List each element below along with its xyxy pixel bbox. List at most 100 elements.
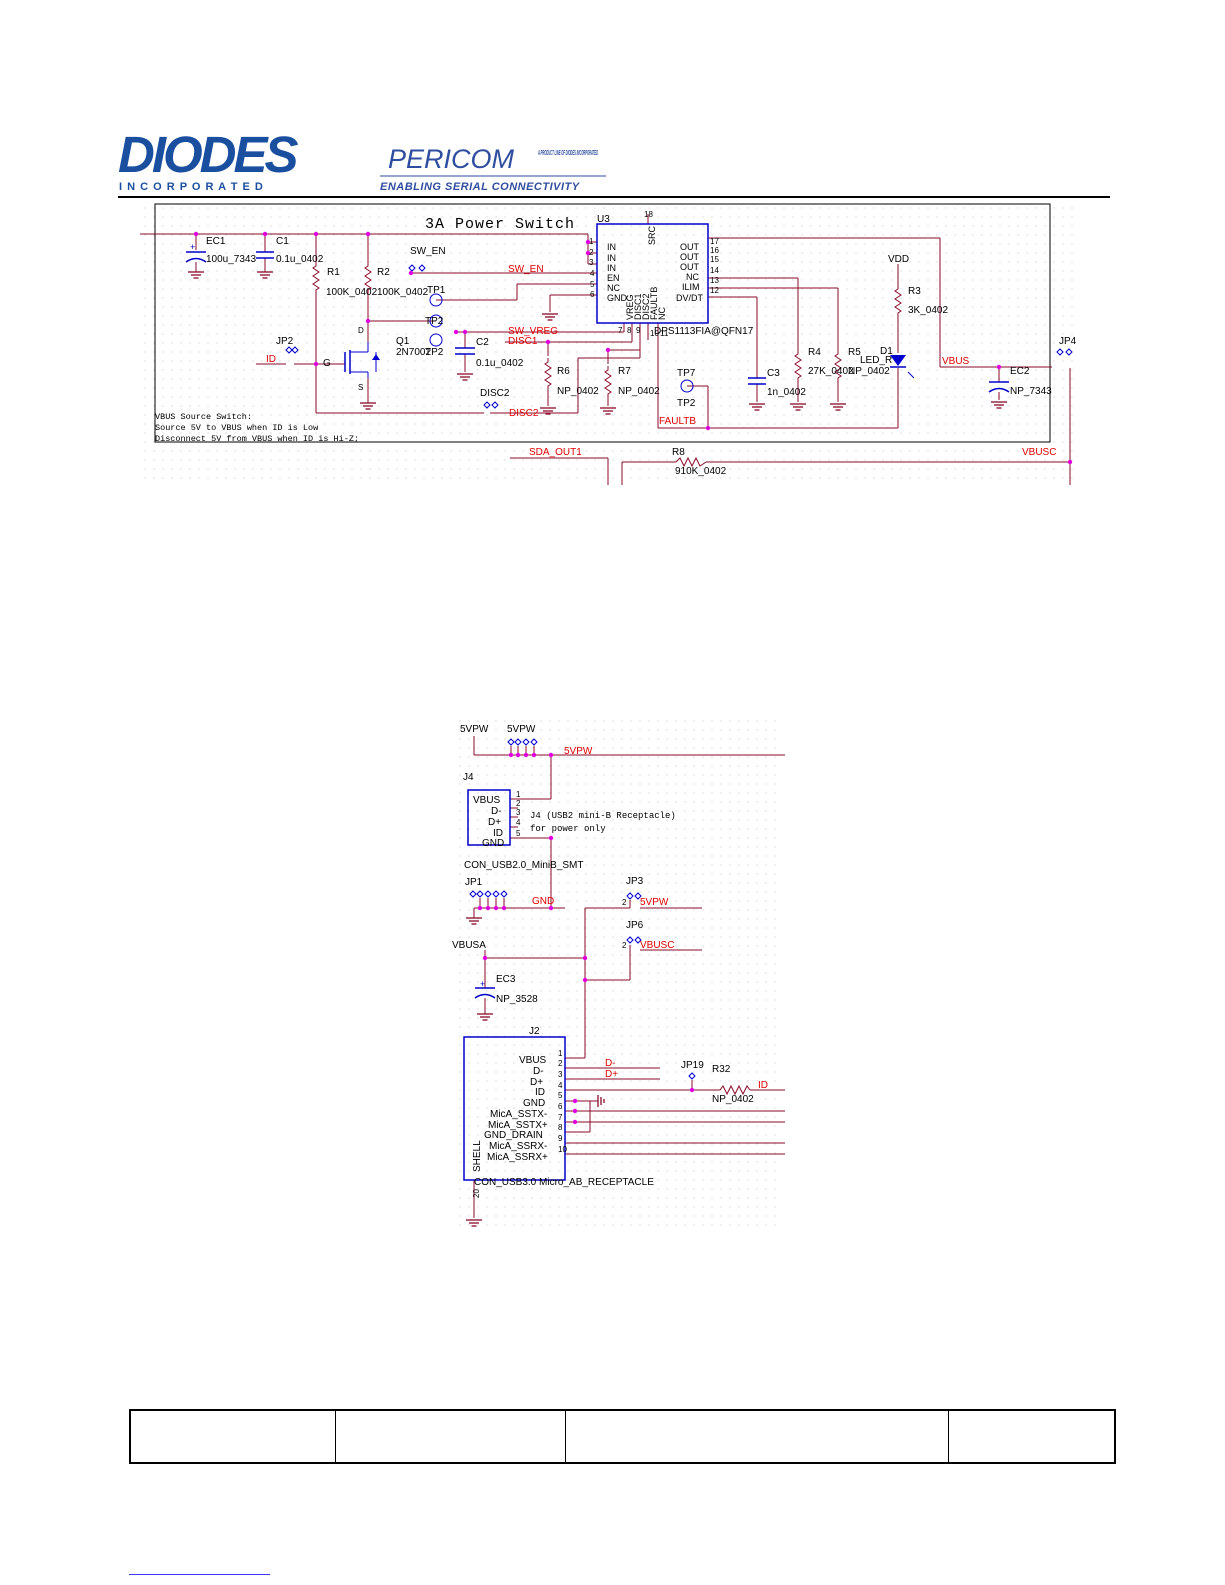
j-pin-numbers: 123 45 123 456 789 10 20 22: [472, 790, 627, 1198]
c2-value: 0.1u_0402: [476, 358, 524, 369]
vbusc-net: VBUSC: [1022, 447, 1056, 458]
tp2-ref-b: TP2: [425, 347, 444, 358]
ec1-ref: EC1: [206, 236, 226, 247]
q1-mosfet: [344, 342, 380, 410]
j2-shell: SHELL: [472, 1140, 483, 1172]
sw-vreg-net: SW_VREG: [508, 326, 558, 337]
tp1-ref: TP1: [427, 285, 446, 296]
j2-pin-dm: D-: [533, 1066, 544, 1077]
svg-text:3: 3: [516, 808, 521, 817]
j2-pin-sstx-plus: MicA_SSTX+: [488, 1120, 548, 1131]
svg-text:2: 2: [622, 898, 627, 907]
svg-text:+: +: [190, 242, 195, 252]
u3-ref: U3: [597, 214, 610, 225]
junctions-1: [193, 231, 1073, 465]
q1-source: S: [358, 383, 363, 392]
j2-pin-dp: D+: [530, 1077, 543, 1088]
r32-resistor: [719, 1084, 751, 1096]
svg-text:2: 2: [622, 941, 627, 950]
u3-pin-in-1: IN: [607, 242, 616, 252]
j4-pin-dp: D+: [488, 817, 501, 828]
id-net: ID: [266, 354, 276, 365]
c3-capacitor: [748, 377, 766, 411]
svg-text:2: 2: [516, 799, 521, 808]
svg-text:9: 9: [636, 326, 641, 335]
jp3-net: 5VPW: [640, 897, 669, 908]
pericom-tagline: A PRODUCT LINE OF DIODES INCORPORATED: [538, 150, 598, 157]
j2-connector: [463, 1036, 566, 1181]
jp1-ref: JP1: [465, 877, 483, 888]
r6-value: NP_0402: [557, 386, 599, 397]
pericom-slogan: ENABLING SERIAL CONNECTIVITY: [380, 181, 581, 193]
pericom-logo: PERICOM A PRODUCT LINE OF DIODES INCORPO…: [380, 144, 606, 193]
svg-text:+: +: [480, 979, 485, 989]
ec3-capacitor: +: [474, 979, 496, 999]
svg-text:10: 10: [650, 329, 659, 338]
svg-text:8: 8: [627, 326, 632, 335]
ground-symbols-2: [465, 917, 605, 1227]
svg-text:8: 8: [558, 1123, 563, 1132]
u3-pin-out-3: OUT: [680, 262, 700, 272]
svg-text:17: 17: [710, 237, 719, 246]
svg-text:6: 6: [558, 1102, 563, 1111]
j2-pin-sstx-minus: MicA_SSTX-: [490, 1109, 547, 1120]
u3-pin-en: EN: [607, 273, 620, 283]
r1-ref: R1: [327, 267, 340, 278]
schematic-usb-connectors: + 5VPW 5VPW 5VPW J4 VBUS D- D+ ID GND J4…: [452, 720, 785, 1230]
u3-pin-out-2: OUT: [680, 252, 700, 262]
dp-net: D+: [605, 1069, 618, 1080]
svg-text:13: 13: [710, 276, 719, 285]
j2-pin-vbus: VBUS: [519, 1055, 547, 1066]
u3-pin-in-3: IN: [607, 263, 616, 273]
schematic1-wires: [140, 214, 1071, 485]
svg-text:16: 16: [710, 246, 719, 255]
ec2-value: NP_7343: [1010, 386, 1052, 397]
sw-en-net: SW_EN: [508, 264, 544, 275]
r8-ref: R8: [672, 447, 685, 458]
note-line-2: Source 5V to VBUS when ID is Low: [155, 423, 319, 433]
r7-ref: R7: [618, 366, 631, 377]
u3-pin-disc1: DISC1: [633, 293, 643, 320]
u3-pin-nc-b: NC: [657, 307, 667, 320]
d1-ref: D1: [880, 346, 893, 357]
c1-value: 0.1u_0402: [276, 254, 324, 265]
5vpw-net: 5VPW: [564, 746, 593, 757]
svg-text:7: 7: [618, 326, 623, 335]
u3-pin-disc2: DISC2: [641, 293, 651, 320]
j4-pin-vbus: VBUS: [473, 795, 501, 806]
svg-text:14: 14: [710, 266, 719, 275]
u3-pin-ilim: ILIM: [682, 282, 700, 292]
ec3-ref: EC3: [496, 974, 516, 985]
c1-ref: C1: [276, 236, 289, 247]
c2-ref: C2: [476, 337, 489, 348]
svg-text:12: 12: [710, 286, 719, 295]
diodes-logo: DIODES I N C O R P O R A T E D: [118, 126, 302, 193]
j4-note-2: for power only: [530, 824, 606, 834]
tp1-testpoint: [429, 293, 443, 347]
jp2-ref: JP2: [276, 336, 294, 347]
svg-text:3: 3: [558, 1070, 563, 1079]
r32-value: NP_0402: [712, 1094, 754, 1105]
j2-pin-ssrx-plus: MicA_SSRX+: [487, 1152, 548, 1163]
footer-cell-2: [336, 1411, 566, 1462]
svg-text:18: 18: [644, 210, 653, 219]
u3-pin-faultb: FAULTB: [649, 287, 659, 320]
r4-ref: R4: [808, 347, 821, 358]
u3-pin-nc-2: NC: [686, 272, 699, 282]
junctions-2: [477, 752, 695, 1125]
c2-capacitor: [455, 347, 475, 381]
u3-pin-dvdt: DV/DT: [676, 293, 704, 303]
tp7-testpoint: [680, 379, 694, 393]
footer-link-underline[interactable]: [129, 1574, 270, 1575]
r3-value: 3K_0402: [908, 305, 948, 316]
r6-ref: R6: [557, 366, 570, 377]
schematic-power-switch: +: [140, 203, 1080, 485]
svg-text:20: 20: [472, 1189, 481, 1198]
schematic2-wires: [473, 736, 785, 1218]
svg-text:5: 5: [558, 1091, 563, 1100]
ec2-ref: EC2: [1010, 366, 1030, 377]
vdd-label: VDD: [888, 254, 909, 265]
svg-text:2: 2: [558, 1059, 563, 1068]
u3-pin-gnd: GND: [607, 293, 628, 303]
